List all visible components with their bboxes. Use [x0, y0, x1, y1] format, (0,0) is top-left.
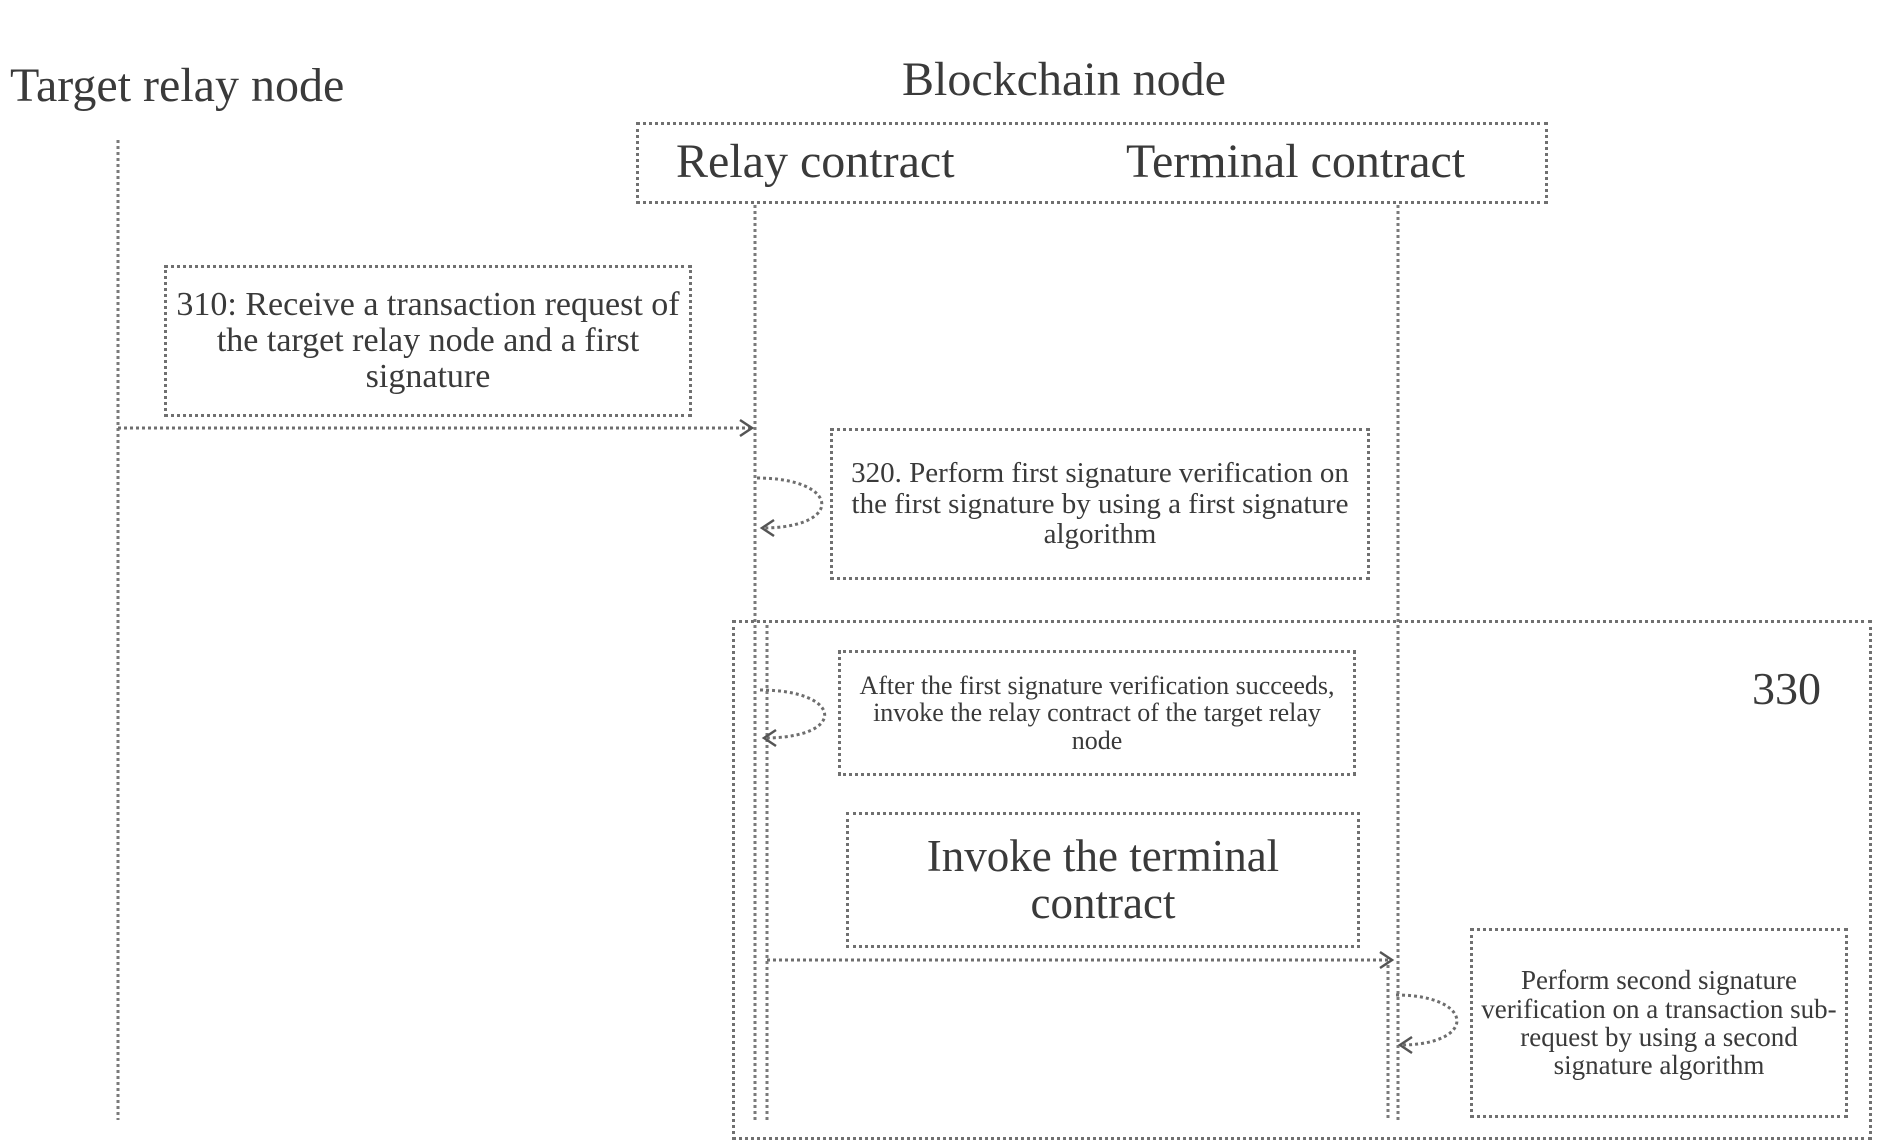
step-330-label: 330: [1752, 662, 1821, 715]
step-320-note: 320. Perform first signature verificatio…: [830, 428, 1370, 580]
step-invoke-relay-note: After the first signature verification s…: [838, 650, 1356, 776]
step-310-note: 310: Receive a transaction request of th…: [164, 265, 692, 417]
participant-relay-contract: Relay contract: [676, 134, 955, 189]
step-invoke-terminal-note: Invoke the terminal contract: [846, 812, 1360, 948]
step-second-verification-note: Perform second signature verification on…: [1470, 928, 1848, 1118]
participant-target-relay-node: Target relay node: [10, 58, 344, 113]
selfloop-step-320: [757, 478, 822, 528]
arrowhead-step-310: [740, 420, 752, 436]
participant-terminal-contract: Terminal contract: [1126, 134, 1465, 189]
participant-blockchain-node: Blockchain node: [902, 52, 1226, 107]
